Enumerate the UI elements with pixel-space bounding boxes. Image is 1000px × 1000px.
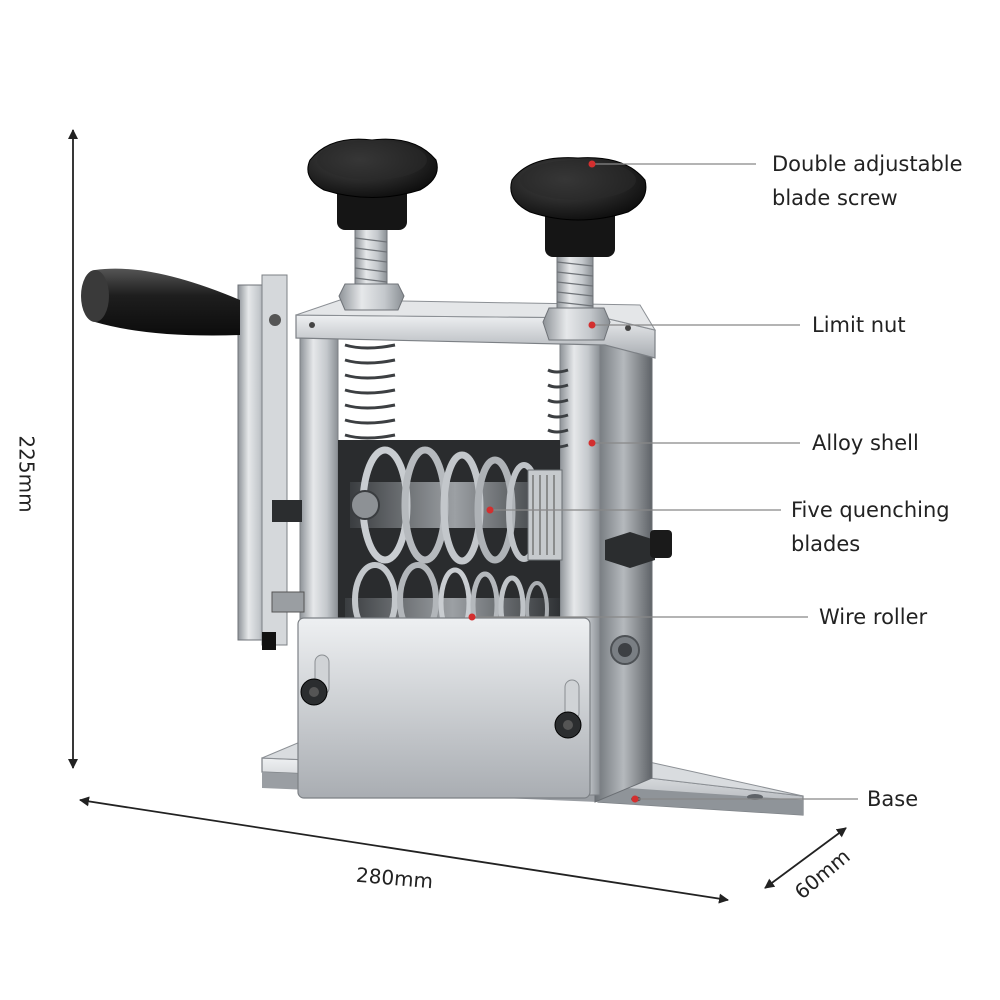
label-alloy-shell: Alloy shell xyxy=(812,431,919,455)
crank-arm xyxy=(237,274,305,650)
right-star-knob xyxy=(510,157,647,257)
alloy-shell-side xyxy=(594,329,653,803)
dimension-height-label: 225mm xyxy=(14,435,39,513)
limit-nut xyxy=(542,307,611,341)
dimension-length-line xyxy=(79,796,729,904)
front-cover-plate xyxy=(297,617,591,799)
label-quenching-blades: Five quenching blades xyxy=(791,493,950,561)
label-blade-screw-line1: Double adjustable xyxy=(772,152,963,176)
dimension-depth-line xyxy=(764,827,847,889)
left-spring xyxy=(344,343,396,440)
marker-dot xyxy=(486,506,494,514)
label-quenching-blades-line2: blades xyxy=(791,532,861,556)
label-limit-nut: Limit nut xyxy=(812,313,906,337)
right-spring xyxy=(547,368,569,449)
label-quenching-blades-line1: Five quenching xyxy=(791,498,950,522)
marker-dot xyxy=(631,795,639,803)
right-screw xyxy=(542,251,611,341)
marker-dot xyxy=(588,439,596,447)
side-bolt xyxy=(605,530,672,568)
callout-markers xyxy=(468,160,639,803)
label-wire-roller: Wire roller xyxy=(819,605,928,629)
wire-stripper-machine xyxy=(81,138,804,816)
callout-leaders xyxy=(472,163,858,800)
marker-dot xyxy=(468,613,476,621)
label-base: Base xyxy=(867,787,919,811)
label-blade-screw-line2: blade screw xyxy=(772,186,898,210)
marker-dot xyxy=(588,160,596,168)
label-blade-screw: Double adjustable blade screw xyxy=(772,147,963,215)
crank-handle xyxy=(81,268,240,336)
marker-dot xyxy=(588,321,596,329)
upper-blade-roller xyxy=(350,446,563,565)
left-screw xyxy=(338,227,405,311)
left-star-knob xyxy=(307,138,438,230)
